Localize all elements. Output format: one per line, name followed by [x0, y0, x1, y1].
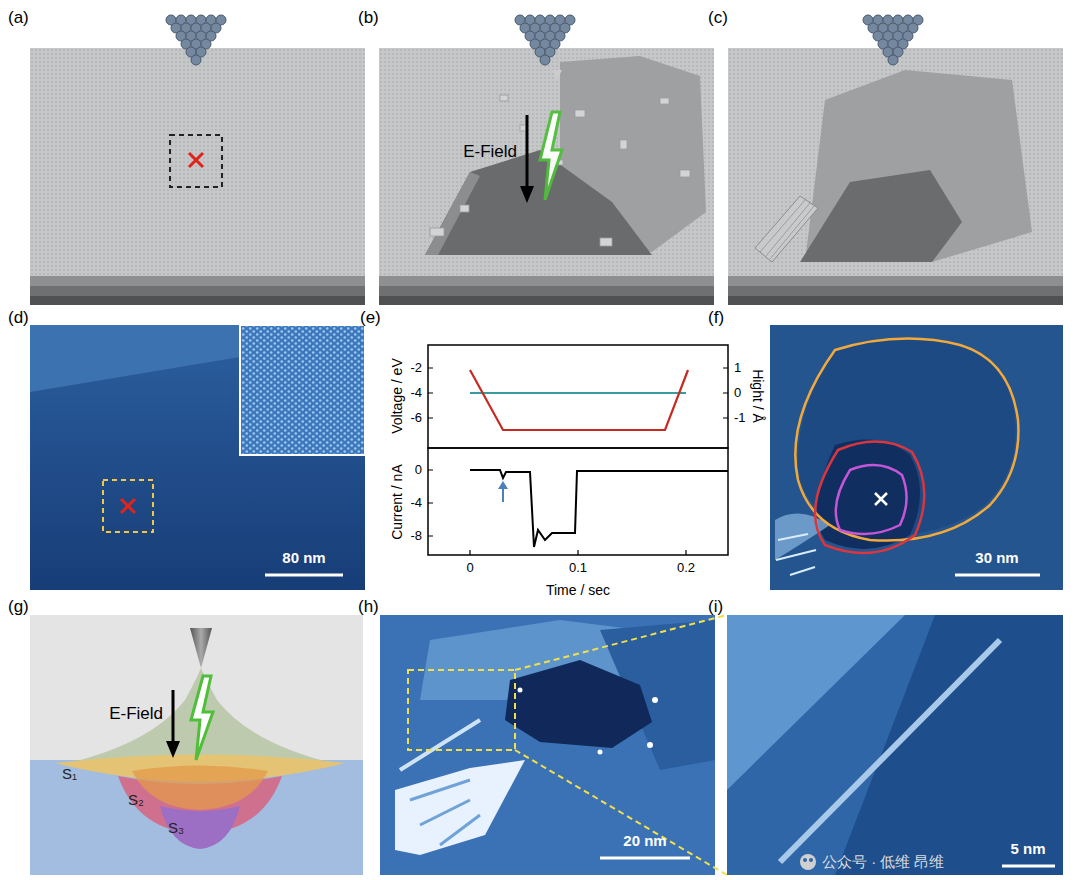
panel-e: [428, 345, 728, 555]
layer-label: S₃: [168, 820, 184, 837]
panel-label: (f): [708, 309, 724, 328]
tick-label: -1: [734, 411, 746, 425]
panel-g: [30, 615, 363, 875]
scale-label: 80 nm: [282, 550, 325, 567]
panel-f: [770, 325, 1063, 590]
tick-label: 0: [734, 386, 741, 400]
panel-label: (h): [358, 598, 379, 617]
axis-label: Voltage / eV: [390, 358, 405, 434]
tick-label: 1: [734, 361, 741, 375]
panel-label: (g): [8, 598, 29, 617]
scale-label: 20 nm: [623, 833, 666, 850]
tick-label: 0: [415, 463, 422, 477]
panel-d: [30, 325, 365, 590]
panel-label: (b): [358, 9, 379, 28]
tick-label: 0.2: [677, 561, 695, 575]
tick-label: -4: [410, 496, 422, 510]
tick-label: -2: [410, 361, 422, 375]
layer-label: S₁: [62, 766, 77, 783]
tick-label: -8: [410, 529, 422, 543]
tick-label: -6: [410, 411, 422, 425]
field-label: E-Field: [463, 143, 517, 162]
axis-label: Current / nA: [390, 464, 405, 539]
panel-label: (e): [360, 309, 381, 328]
scale-label: 30 nm: [975, 550, 1018, 567]
panel-a: [30, 15, 365, 305]
watermark: 公众号 · 低维 昂维: [822, 854, 945, 871]
tick-label: 0.1: [569, 561, 587, 575]
panel-label: (d): [8, 309, 29, 328]
layer-label: S₂: [128, 792, 144, 809]
panel-label: (i): [708, 598, 723, 617]
panel-b: [379, 15, 714, 305]
panel-c: [728, 15, 1063, 305]
panel-i: [727, 615, 1063, 875]
panel-label: (c): [708, 9, 728, 28]
panel-label: (a): [8, 9, 29, 28]
axis-label: Time / sec: [546, 583, 610, 598]
field-label: E-Field: [109, 705, 163, 724]
axis-label: Hight / Å: [749, 369, 764, 423]
scale-label: 5 nm: [1010, 841, 1045, 858]
tick-label: -4: [410, 386, 422, 400]
panel-h: [380, 615, 727, 875]
tick-label: 0: [466, 561, 473, 575]
